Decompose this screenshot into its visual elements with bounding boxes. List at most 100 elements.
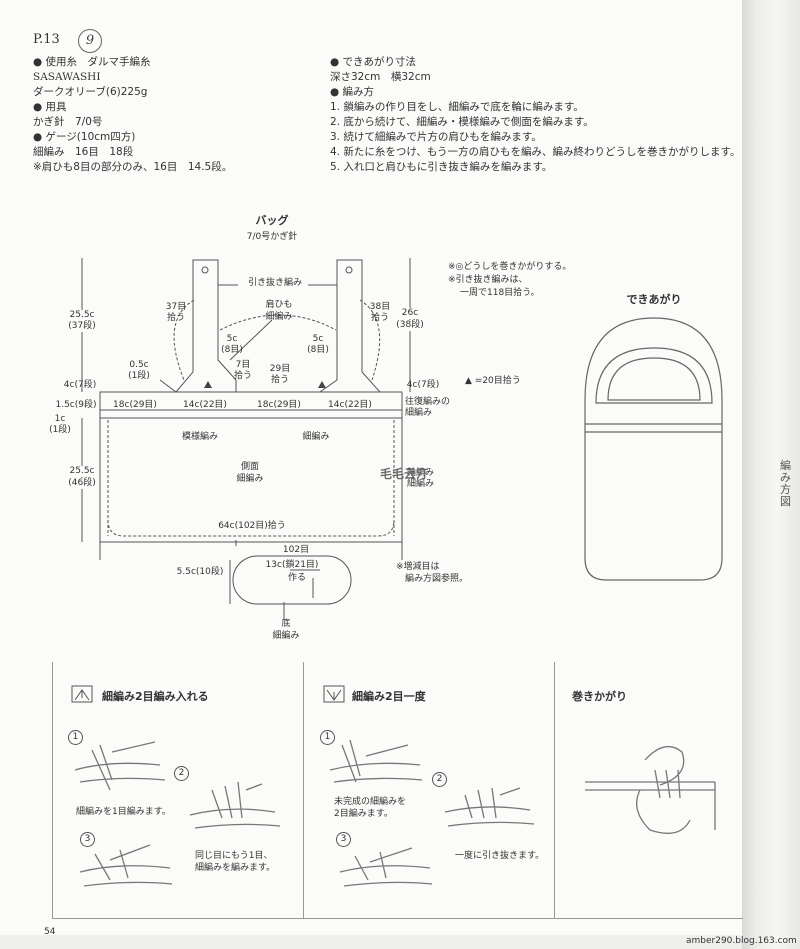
whip-stitch-title: 巻きかがり: [572, 690, 627, 703]
left-4cm-rows: 4c(7段): [63, 380, 97, 390]
top-band-height: 1.5c(9段): [55, 400, 97, 410]
bag-side-panel: [99, 391, 403, 543]
bag-base: [232, 555, 352, 605]
tools-heading: ● 用具: [33, 101, 67, 113]
dec-symbol-icon: [323, 685, 345, 703]
book-spine: [742, 0, 800, 949]
base-height: 5.5c(10段): [176, 567, 224, 577]
pattern-number-badge: 9: [78, 29, 102, 53]
increase-title: 細編み2目編み入れる: [102, 690, 209, 703]
dec-step1-sketch: [329, 739, 423, 783]
right-inner-stitches: (8目): [307, 345, 329, 355]
method-step-2: 2. 底から続けて、細編み・模様編みで側面を編みます。: [330, 116, 594, 128]
diagram-title: バッグ: [255, 214, 289, 227]
one-cm-rows: (1段): [49, 425, 71, 435]
panel-bottom-rule: [52, 918, 742, 919]
left-inner-width: 5c: [226, 334, 238, 344]
bottom-width: 64c(102目)拾う: [218, 521, 286, 531]
front-seg-1: 18c(29目): [113, 400, 157, 410]
finished-size-heading: ● できあがり寸法: [330, 56, 416, 68]
right-strap-hole: [345, 266, 353, 274]
gauge-heading: ● ゲージ(10cm四方): [33, 131, 136, 143]
whip-stitch-sketch: [585, 745, 716, 834]
strap-stitch-label: 細編み: [265, 312, 293, 322]
page-number: 54: [44, 927, 56, 937]
decrease-technique-panel: [303, 662, 554, 919]
seven-stitch-suffix: 拾う: [233, 371, 253, 381]
dec-caption-1b: 2目編みます。: [334, 809, 393, 819]
side-rows: (46段): [68, 478, 96, 489]
slip-stitch-label: 引き抜き編み: [247, 278, 303, 288]
one-cm: 1c: [54, 414, 66, 424]
base-label: 底: [281, 619, 291, 629]
inc-caption-3a: 同じ目にもう1目、: [195, 851, 273, 861]
watermark-text: 毛毛云汀: [380, 467, 429, 481]
twentynine-stitch-pick: 29目: [269, 364, 291, 374]
legend-pick: ▲ =20目拾う: [465, 376, 521, 386]
right-strap-height: 26c: [401, 308, 419, 319]
dec-step-1: 1: [320, 730, 335, 745]
method-heading: ● 編み方: [330, 86, 374, 98]
side-height: 25.5c: [69, 466, 95, 477]
inc-symbol-icon: [71, 685, 93, 703]
note-sew: ※◎どうしを巻きかがりする。: [448, 262, 572, 272]
left-pick-suffix: 拾う: [166, 313, 186, 323]
dec-step-3: 3: [336, 832, 351, 847]
left-pick-count: 37目: [165, 302, 187, 312]
footer-bar: [0, 935, 742, 949]
left-strap-hole: [201, 266, 209, 274]
left-strap-outline: [174, 259, 237, 393]
finished-size: 深さ32cm 横32cm: [330, 71, 431, 83]
method-step-4: 4. 新たに糸をつけ、もう一方の肩ひもを編み、編み終わりどうしを巻きかがりします…: [330, 146, 741, 158]
dec-caption-3: 一度に引き抜きます。: [455, 851, 545, 861]
inc-step-1: 1: [68, 730, 83, 745]
base-chain-count: 13c(鎖21目): [265, 560, 319, 570]
gauge-note: ※肩ひも8目の部分のみ、16目 14.5段。: [33, 161, 233, 173]
front-seg-3: 18c(29目): [257, 400, 301, 410]
finished-title: できあがり: [626, 293, 682, 306]
base-stitches: 102目: [282, 545, 310, 555]
note-incdec: ※増減目は: [396, 562, 440, 572]
round-trip-stitch: 細編み: [405, 408, 433, 418]
method-step-3: 3. 続けて細編みで片方の肩ひもを編みます。: [330, 131, 542, 143]
dec-step3-sketch: [339, 847, 433, 887]
hook-size: 7/0号かぎ針: [246, 232, 298, 242]
front-seg-4: 14c(22目): [328, 400, 372, 410]
yarn-color: ダークオリーブ(6)225g: [33, 86, 148, 98]
side-stitch: 細編み: [236, 474, 264, 484]
inc-step-2: 2: [174, 766, 189, 781]
method-step-5: 5. 入れ口と肩ひもに引き抜き編みを編みます。: [330, 161, 553, 173]
note-incdec-2: 編み方図参照。: [405, 574, 469, 584]
twentynine-stitch-suffix: 拾う: [270, 375, 290, 385]
seven-stitch-pick: 7目: [235, 360, 251, 370]
note-slip: ※引き抜き編みは、: [448, 275, 528, 285]
note-slip-2: 一周で118目拾う。: [460, 288, 540, 298]
ring-stitch-label-2: 細編み: [407, 479, 435, 489]
side-label: 側面: [240, 462, 260, 472]
yarn-heading: ● 使用糸 ダルマ手編糸: [33, 56, 151, 68]
front-seg-2: 14c(22目): [183, 400, 227, 410]
right-strap-rows: (38段): [396, 320, 424, 331]
dec-caption-1a: 未完成の細編みを: [334, 797, 407, 807]
decrease-title: 細編み2目一度: [352, 690, 426, 703]
inc-step-3: 3: [80, 832, 95, 847]
dec-step2-sketch: [444, 787, 535, 827]
inc-step1-sketch: [74, 741, 166, 791]
finished-bag-sketch: [584, 317, 723, 581]
right-inner-width: 5c: [312, 334, 324, 344]
inc-caption-1: 細編みを1目編みます。: [76, 807, 171, 817]
base-stitch-label: 細編み: [272, 631, 300, 641]
inc-step3-sketch: [79, 844, 173, 887]
method-step-1: 1. 鎖編みの作り目をし、細編みで底を輪に編みます。: [330, 101, 584, 113]
half-cm-rows: (1段): [128, 371, 150, 381]
ring-stitch-label: 輪編み: [407, 468, 435, 478]
round-trip-label: 往復編みの: [405, 397, 451, 407]
left-inner-stitches: (8目): [221, 345, 243, 355]
spine-label: 編み方図: [780, 459, 791, 508]
base-make-label: 作る: [287, 573, 307, 583]
page-reference: P.13: [33, 32, 60, 47]
source-url: amber290.blog.163.com: [686, 936, 797, 946]
inc-step2-sketch: [189, 781, 281, 829]
